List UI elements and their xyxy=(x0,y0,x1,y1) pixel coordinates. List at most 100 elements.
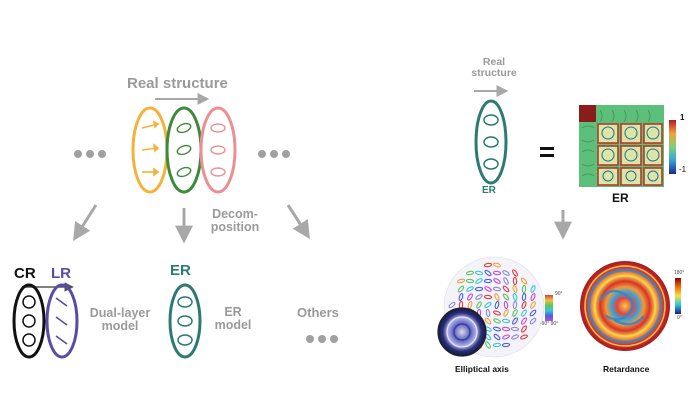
axis-scale-top: 90° xyxy=(555,291,563,297)
polarization-ellipse-glyph xyxy=(510,326,520,332)
elliptical-axis-map xyxy=(437,256,553,358)
polarization-ellipse-glyph xyxy=(502,285,510,293)
polarization-ellipse-glyph xyxy=(483,294,493,300)
er-label: ER xyxy=(170,262,191,279)
cr-ellipse xyxy=(12,283,46,359)
polarization-ellipse-glyph xyxy=(512,284,518,294)
polarization-ellipse-glyph xyxy=(502,270,510,276)
polarization-ellipse-glyph xyxy=(465,270,475,276)
retardance-colorbar xyxy=(675,278,681,314)
polarization-ellipse-glyph xyxy=(512,309,518,317)
colorbar-max-label: 1 xyxy=(680,113,685,122)
polarization-ellipse-glyph xyxy=(492,262,502,268)
polarization-ellipse-glyph xyxy=(456,278,466,284)
colorbar-min-label: -1 xyxy=(679,165,687,174)
retardance-label: Retardance xyxy=(603,364,650,374)
polarization-ellipse-glyph xyxy=(484,269,492,277)
er-model-ellipse xyxy=(168,283,202,359)
er-model-label: ER model xyxy=(214,305,252,333)
polarization-ellipse-glyph xyxy=(512,317,518,325)
polarization-ellipse-glyph xyxy=(493,278,501,284)
polarization-ellipse-glyph xyxy=(494,300,500,310)
polarization-ellipse-glyph xyxy=(512,300,518,310)
axis-scale-bottom: -90° 90° xyxy=(540,321,559,327)
polarization-ellipse-glyph xyxy=(492,342,502,348)
arrow-to-dual-layer xyxy=(73,204,98,242)
polarization-ellipse-glyph xyxy=(529,309,537,317)
elliptical-axis-inset xyxy=(437,307,487,357)
polarization-ellipse-glyph xyxy=(503,277,509,285)
polarization-ellipse-glyph xyxy=(502,334,510,340)
polarization-ellipse-glyph xyxy=(503,309,509,317)
right-er-label: ER xyxy=(482,185,496,196)
polarization-ellipse-glyph xyxy=(485,341,491,349)
er-ellipse xyxy=(474,99,508,185)
cr-label: CR xyxy=(14,265,36,282)
retardance-map xyxy=(580,261,681,351)
right-real-structure-label: Real structure xyxy=(471,56,517,80)
polarization-ellipse-glyph xyxy=(484,286,492,292)
polarization-ellipse-glyph xyxy=(530,301,536,309)
polarization-ellipse-glyph xyxy=(485,308,491,318)
polarization-ellipse-glyph xyxy=(520,334,528,340)
polarization-ellipse-glyph xyxy=(492,286,502,292)
polarization-ellipse-glyph xyxy=(520,317,528,325)
polarization-ellipse-glyph xyxy=(475,278,483,284)
polarization-ellipse-glyph xyxy=(512,269,518,277)
polarization-ellipse-glyph xyxy=(457,285,465,293)
equals-icon xyxy=(540,147,554,157)
polarization-ellipse-glyph xyxy=(483,262,493,268)
polarization-ellipse-glyph xyxy=(476,301,482,309)
polarization-ellipse-glyph xyxy=(520,277,528,285)
polarization-ellipse-glyph xyxy=(503,300,509,310)
polarization-ellipse-glyph xyxy=(502,293,510,301)
axis-colorbar xyxy=(545,295,553,321)
polarization-ellipse-glyph xyxy=(492,270,502,276)
polarization-ellipse-glyph xyxy=(483,278,493,284)
polarization-ellipse-glyph xyxy=(474,286,484,292)
polarization-ellipse-glyph xyxy=(520,309,528,317)
polarization-ellipse-glyph xyxy=(467,293,473,301)
polarization-ellipse-glyph xyxy=(529,317,537,325)
polarization-ellipse-glyph xyxy=(493,318,501,324)
polarization-ellipse-glyph xyxy=(521,284,527,294)
decomposition-label: Decom- position xyxy=(210,207,260,235)
polarization-ellipse-glyph xyxy=(448,301,456,309)
er-matrix-label: ER xyxy=(612,191,629,205)
arrow-to-others xyxy=(286,204,310,240)
ellipsis-icon xyxy=(74,150,106,158)
polarization-ellipse-glyph xyxy=(520,325,528,333)
polarization-ellipse-glyph xyxy=(466,286,474,292)
polarization-ellipse-glyph xyxy=(501,326,511,332)
polarization-ellipse-glyph xyxy=(501,318,511,324)
polarization-ellipse-glyph xyxy=(512,276,518,286)
dual-layer-model-label: Dual-layer model xyxy=(89,306,151,334)
polarization-ellipse-glyph xyxy=(501,342,511,348)
pink-layer-ellipse xyxy=(199,106,237,194)
polarization-ellipse-glyph xyxy=(521,301,527,309)
polarization-ellipse-glyph xyxy=(512,292,518,302)
elliptical-axis-label: Elliptical axis xyxy=(455,364,509,374)
polarization-ellipse-glyph xyxy=(492,326,502,332)
real-structure-label: Real structure xyxy=(127,75,228,92)
colorbar-icon xyxy=(669,120,676,174)
polarization-ellipse-glyph xyxy=(493,310,501,316)
polarization-ellipse-glyph xyxy=(511,334,519,340)
polarization-ellipse-glyph xyxy=(474,270,484,276)
retardance-scale-top: 180° xyxy=(674,270,685,276)
polarization-ellipse-glyph xyxy=(530,285,536,293)
ellipsis-icon xyxy=(258,150,290,158)
yellow-layer-ellipse xyxy=(131,106,169,194)
polarization-ellipse-glyph xyxy=(530,293,536,301)
er-matrix-heatmap xyxy=(579,105,664,187)
polarization-ellipse-glyph xyxy=(484,301,492,309)
polarization-ellipse-glyph xyxy=(521,292,527,302)
polarization-ellipse-glyph xyxy=(494,293,500,301)
lr-label: LR xyxy=(51,265,71,282)
retardance-scale-bottom: 0° xyxy=(677,315,682,321)
polarization-ellipse-glyph xyxy=(458,292,464,302)
polarization-ellipse-glyph xyxy=(493,333,501,341)
green-layer-ellipse xyxy=(165,106,203,194)
others-label: Others xyxy=(297,305,339,320)
